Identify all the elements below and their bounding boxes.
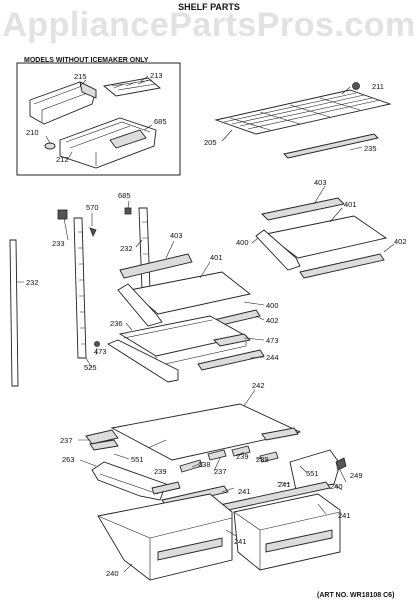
shelf-ladder-center-part bbox=[73, 217, 87, 359]
callout-402-center: 402 bbox=[266, 316, 279, 325]
shelf-ladder-left-part bbox=[9, 239, 19, 387]
callout-238: 238 bbox=[198, 460, 211, 469]
screw-part bbox=[89, 227, 97, 237]
callout-244: 244 bbox=[266, 353, 279, 362]
callout-400: 400 bbox=[236, 238, 249, 247]
shelf-clip-part bbox=[352, 82, 360, 90]
crisper-drawer-left-part bbox=[97, 493, 233, 581]
crisper-frame-left-part bbox=[91, 461, 167, 501]
ice-bin-holder-part bbox=[59, 117, 157, 169]
callout-212: 212 bbox=[56, 155, 69, 164]
leader-lines bbox=[16, 75, 395, 573]
callout-241: 241 bbox=[238, 487, 251, 496]
callout-473: 473 bbox=[266, 336, 279, 345]
callout-205: 205 bbox=[204, 138, 217, 147]
diagram-title: SHELF PARTS bbox=[178, 2, 240, 12]
callout-241-far-right: 241 bbox=[338, 511, 351, 520]
callout-685-mid: 685 bbox=[118, 191, 131, 200]
screw-small-part bbox=[124, 207, 132, 215]
crisper-cover-part bbox=[85, 403, 302, 461]
ice-tray-part bbox=[102, 77, 162, 97]
callout-473-left: 473 bbox=[94, 347, 107, 356]
callout-240-left: 240 bbox=[106, 569, 119, 578]
callout-401: 401 bbox=[344, 200, 357, 209]
watermark: AppliancePartsPros.com bbox=[2, 6, 416, 44]
shelf-rail-part bbox=[283, 133, 379, 159]
callout-403-center: 403 bbox=[170, 231, 183, 240]
callout-242: 242 bbox=[252, 381, 265, 390]
callout-210: 210 bbox=[26, 128, 39, 137]
callout-403: 403 bbox=[314, 178, 327, 187]
callout-236: 236 bbox=[110, 319, 123, 328]
callout-241-bottom: 241 bbox=[234, 537, 247, 546]
crisper-drawer-right-part bbox=[233, 493, 341, 571]
callout-211: 211 bbox=[372, 82, 384, 91]
callout-239-right: 239 bbox=[256, 455, 269, 464]
callout-685: 685 bbox=[154, 117, 167, 126]
callout-232: 232 bbox=[120, 244, 133, 253]
icemaker-inset-box bbox=[16, 62, 181, 176]
callout-235: 235 bbox=[364, 144, 377, 153]
callout-249: 249 bbox=[350, 471, 363, 480]
callout-525: 525 bbox=[84, 363, 97, 372]
ice-bucket-part bbox=[29, 81, 97, 125]
glass-shelf-center-part bbox=[117, 253, 261, 333]
callout-215: 215 bbox=[74, 72, 87, 81]
callout-240-right: 240 bbox=[330, 482, 343, 491]
callout-570: 570 bbox=[86, 203, 99, 212]
callout-237: 237 bbox=[60, 436, 73, 445]
crisper-frame-right-part bbox=[289, 449, 347, 491]
glass-shelf-upper-right-part bbox=[255, 197, 388, 279]
callout-239: 239 bbox=[154, 467, 167, 476]
callout-233: 233 bbox=[52, 239, 65, 248]
callout-551-right: 551 bbox=[306, 469, 319, 478]
callout-241-right: 241 bbox=[278, 480, 291, 489]
art-number: (ART NO. WR18108 C6) bbox=[317, 592, 395, 599]
wire-shelf-part bbox=[214, 89, 392, 135]
callout-232-left: 232 bbox=[26, 278, 39, 287]
callout-labels: 215 213 685 210 212 211 205 235 403 401 … bbox=[26, 71, 407, 578]
callout-239-center: 239 bbox=[236, 452, 249, 461]
callout-213: 213 bbox=[150, 71, 163, 80]
washer-part bbox=[44, 142, 56, 150]
bracket-part bbox=[57, 209, 68, 220]
icemaker-box-label: MODELS WITHOUT ICEMAKER ONLY bbox=[24, 57, 149, 64]
screw-473-part bbox=[94, 341, 100, 347]
callout-551: 551 bbox=[131, 455, 144, 464]
shelf-ladder-right-part bbox=[138, 207, 151, 291]
callout-237-center: 237 bbox=[214, 467, 227, 476]
callout-401-center: 401 bbox=[210, 253, 223, 262]
callout-402: 402 bbox=[394, 237, 407, 246]
callout-263: 263 bbox=[62, 455, 75, 464]
callout-400-center: 400 bbox=[266, 301, 279, 310]
cover-support-clips-part bbox=[179, 445, 279, 473]
slide-out-shelf-part bbox=[107, 315, 265, 383]
